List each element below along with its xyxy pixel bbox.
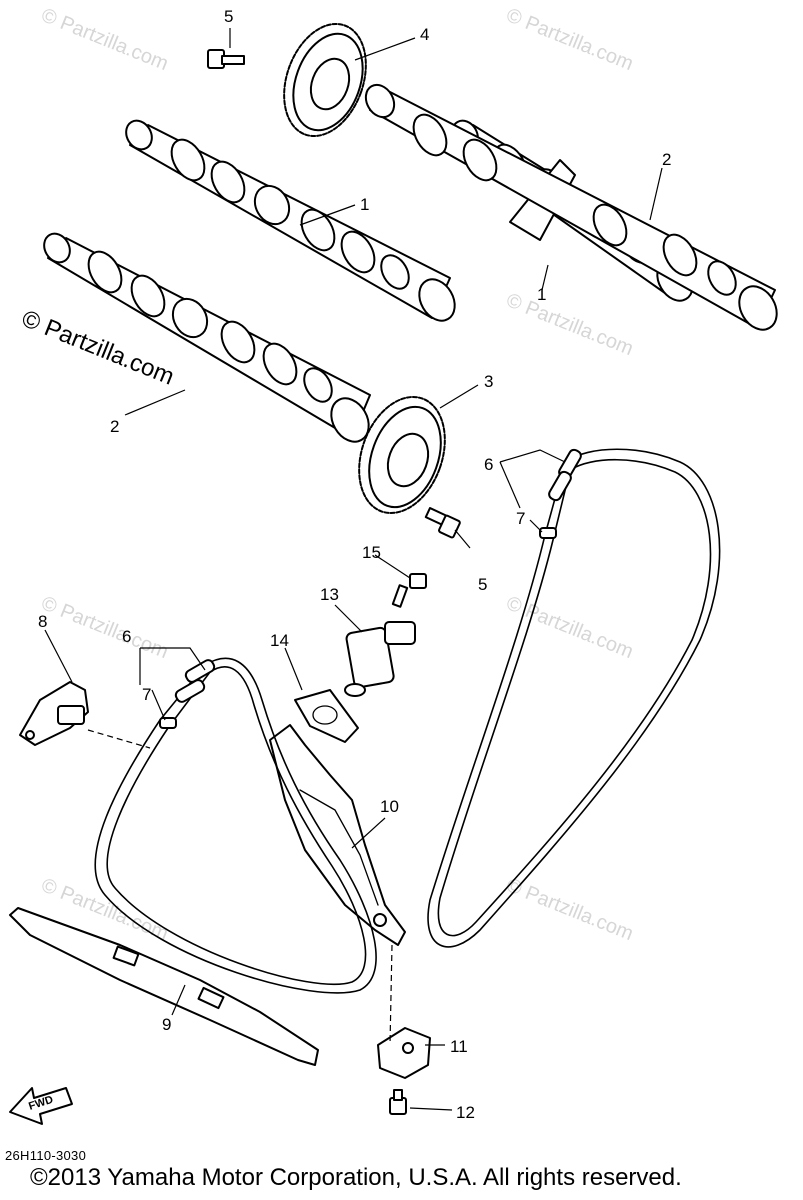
watermark: © Partzilla.com bbox=[503, 592, 636, 663]
callout-11: 11 bbox=[450, 1037, 468, 1056]
callout-10: 10 bbox=[380, 797, 399, 816]
copyright-notice: ©2013 Yamaha Motor Corporation, U.S.A. A… bbox=[30, 1164, 682, 1191]
watermark: © Partzilla.com bbox=[38, 4, 171, 75]
callout-labels: 5 4 1 2 1 2 3 5 6 7 15 13 14 8 6 7 10 9 … bbox=[38, 7, 671, 1122]
camshaft-1-upper bbox=[125, 119, 456, 322]
watermark: © Partzilla.com bbox=[503, 4, 636, 75]
callout-14: 14 bbox=[270, 631, 289, 650]
callout-5: 5 bbox=[478, 575, 487, 594]
watermark: © Partzilla.com bbox=[38, 592, 171, 663]
gasket-14 bbox=[294, 689, 359, 743]
callout-8: 8 bbox=[38, 612, 47, 631]
assembly-line bbox=[389, 944, 393, 1046]
callout-1: 1 bbox=[360, 195, 369, 214]
chain-joint-7-left bbox=[159, 717, 177, 729]
chain-guide-8 bbox=[19, 681, 89, 746]
callout-12: 12 bbox=[456, 1103, 475, 1122]
callout-15: 15 bbox=[362, 543, 381, 562]
callout-2: 2 bbox=[110, 417, 119, 436]
chain-guide-10 bbox=[269, 724, 406, 946]
bolt-12 bbox=[389, 1089, 407, 1115]
diagram-code: 26H110-3030 bbox=[5, 1148, 87, 1163]
cam-sprocket-3 bbox=[358, 395, 446, 515]
camshaft-2-left bbox=[43, 232, 371, 443]
callout-3: 3 bbox=[484, 372, 493, 391]
callout-9: 9 bbox=[162, 1015, 171, 1034]
chain-link-6-right bbox=[548, 448, 582, 502]
fwd-arrow: FWD bbox=[9, 1087, 73, 1125]
callout-4: 4 bbox=[420, 25, 429, 44]
callout-7: 7 bbox=[516, 509, 525, 528]
bolt-5-lower bbox=[424, 506, 461, 539]
camshaft-2-right bbox=[364, 83, 778, 331]
callout-5: 5 bbox=[224, 7, 233, 26]
chain-stopper-11 bbox=[377, 1027, 431, 1079]
bolt-15 bbox=[391, 573, 427, 608]
cam-chain-left bbox=[94, 657, 377, 994]
cam-sprocket-4 bbox=[283, 22, 367, 138]
watermark: © Partzilla.com bbox=[503, 289, 636, 360]
chain-guide-9 bbox=[9, 907, 319, 1066]
callout-6: 6 bbox=[122, 627, 131, 646]
cam-chain-right bbox=[427, 448, 721, 948]
assembly-line bbox=[87, 729, 151, 749]
bolt-5-upper bbox=[207, 49, 245, 69]
watermark: © Partzilla.com bbox=[503, 874, 636, 945]
callout-13: 13 bbox=[320, 585, 339, 604]
chain-link-6-left bbox=[174, 659, 216, 703]
callout-1: 1 bbox=[537, 285, 546, 304]
cam-chain-tensioner-13 bbox=[344, 621, 416, 697]
callout-6: 6 bbox=[484, 455, 493, 474]
leader-lines bbox=[44, 28, 663, 1111]
callout-7: 7 bbox=[142, 685, 151, 704]
chain-joint-7-right bbox=[539, 527, 557, 539]
callout-2: 2 bbox=[662, 150, 671, 169]
